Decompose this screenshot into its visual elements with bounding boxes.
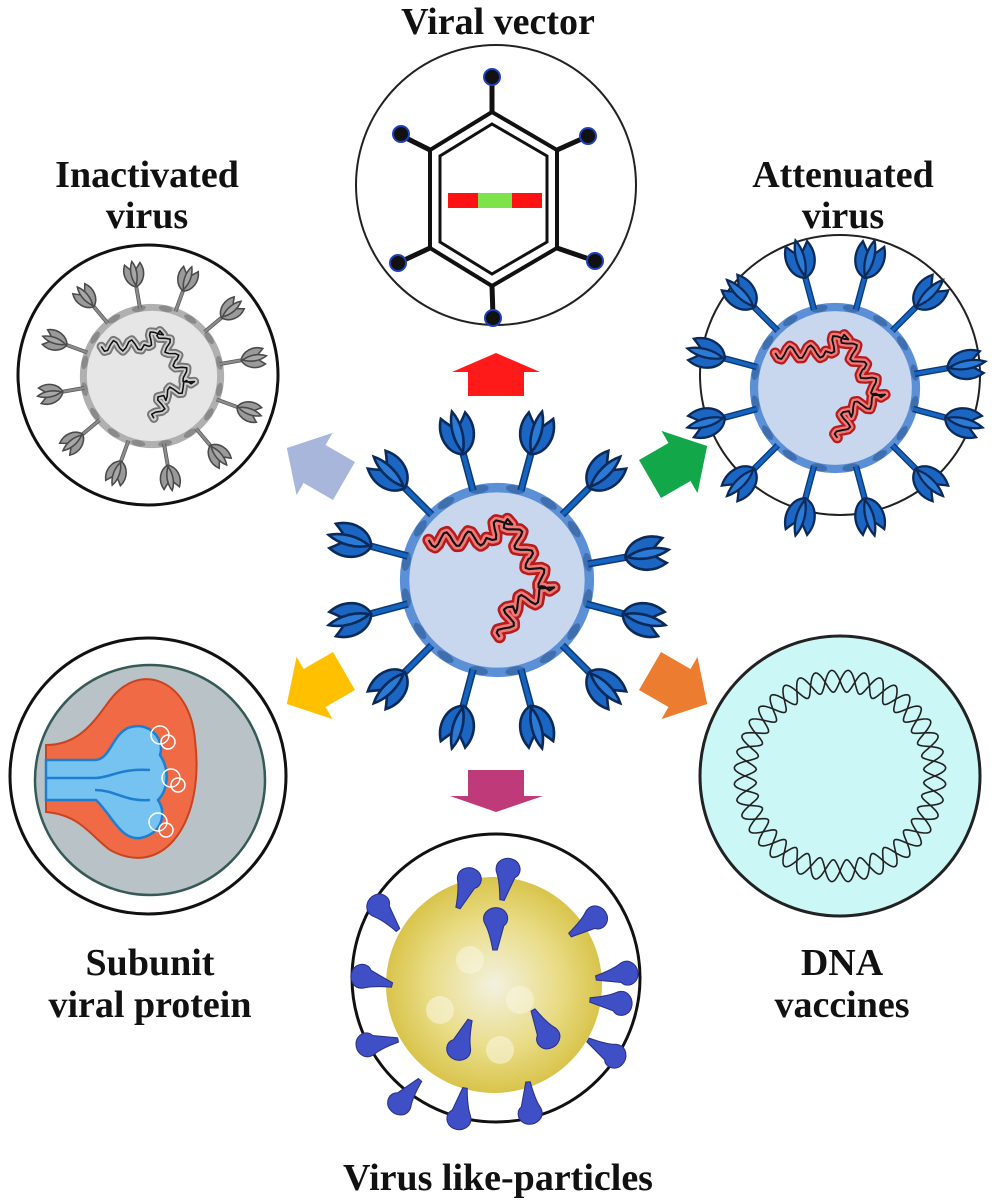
arrow-to-attenuated — [639, 430, 708, 499]
membrane-protein — [762, 425, 774, 440]
arrow-to-inactivated — [286, 432, 355, 501]
arrow-to-vlp — [450, 770, 543, 812]
inactivated-virus-panel — [16, 243, 280, 507]
membrane-protein — [107, 428, 120, 438]
membrane-protein — [158, 305, 173, 313]
label-attenuated-line2: virus — [802, 195, 884, 237]
membrane-protein — [81, 355, 89, 370]
attenuated-virus-panel — [684, 235, 988, 539]
spike-protein — [324, 588, 412, 641]
label-dna-line1: DNA — [801, 942, 884, 984]
adenovirus-capsid-icon — [389, 68, 604, 327]
label-attenuated-line1: Attenuated — [752, 154, 934, 196]
spike-protein — [505, 407, 558, 495]
arrows — [286, 353, 708, 812]
membrane-protein — [215, 382, 223, 397]
membrane-protein — [131, 439, 146, 447]
subunit-protein-panel — [8, 636, 288, 916]
spike-protein — [585, 534, 671, 580]
arrow-to-subunit — [286, 651, 355, 720]
membrane-protein — [131, 305, 146, 312]
membrane-protein — [158, 440, 173, 447]
membrane-protein — [414, 520, 427, 537]
label-inactivated-line2: virus — [106, 195, 188, 237]
membrane-protein — [872, 449, 887, 461]
subunit-protein-icon — [44, 678, 198, 859]
dna-strand — [733, 669, 947, 883]
transgene-insert-icon — [448, 193, 542, 208]
label-virus-like-particles: Virus like-particles — [343, 1157, 653, 1199]
inactivated-virus-icon — [33, 257, 271, 495]
membrane-protein — [437, 496, 455, 510]
label-subunit-line1: Subunit — [86, 942, 215, 984]
membrane-protein — [539, 650, 557, 664]
arrow-to-viral-vector — [452, 353, 540, 396]
vlp-panel — [347, 832, 642, 1133]
membrane-protein — [437, 650, 454, 663]
membrane-protein — [896, 336, 908, 351]
membrane-protein — [783, 315, 798, 327]
spike-protein — [362, 634, 443, 715]
membrane-protein — [873, 315, 888, 327]
membrane-protein — [183, 428, 197, 438]
membrane-protein — [762, 335, 774, 350]
membrane-protein — [90, 331, 100, 344]
label-dna-line2: vaccines — [774, 984, 909, 1026]
dna-vaccine-panel — [698, 634, 982, 918]
vlp-spikes-icon — [347, 855, 641, 1133]
attenuated-virus-icon — [684, 237, 988, 539]
membrane-protein — [567, 520, 581, 538]
arrow-to-dna — [639, 651, 708, 720]
viral-vector-panel — [355, 44, 637, 327]
membrane-protein — [782, 449, 797, 461]
panel-circle — [698, 634, 982, 918]
spike-protein — [505, 665, 558, 753]
spike-protein — [436, 665, 489, 753]
label-viral-vector: Viral vector — [401, 1, 595, 43]
spike-protein — [362, 445, 443, 526]
membrane-protein — [216, 355, 223, 370]
spike-protein — [551, 634, 632, 715]
label-subunit-line2: viral protein — [48, 984, 251, 1026]
membrane-protein — [107, 314, 121, 324]
spike-protein — [436, 407, 489, 495]
membrane-protein — [567, 623, 580, 640]
membrane-protein — [896, 426, 908, 441]
spike-protein — [551, 445, 632, 526]
spike-protein — [324, 519, 412, 572]
membrane-protein — [184, 314, 197, 324]
membrane-protein — [204, 331, 214, 345]
membrane-protein — [413, 622, 427, 640]
central-virus-icon — [324, 407, 671, 752]
membrane-protein — [81, 382, 88, 397]
membrane-protein — [540, 497, 557, 510]
plasmid-dna-icon — [733, 669, 947, 883]
membrane-protein — [204, 408, 214, 421]
label-inactivated-line1: Inactivated — [55, 154, 239, 196]
spike-protein — [582, 588, 670, 641]
membrane-protein — [90, 407, 100, 421]
